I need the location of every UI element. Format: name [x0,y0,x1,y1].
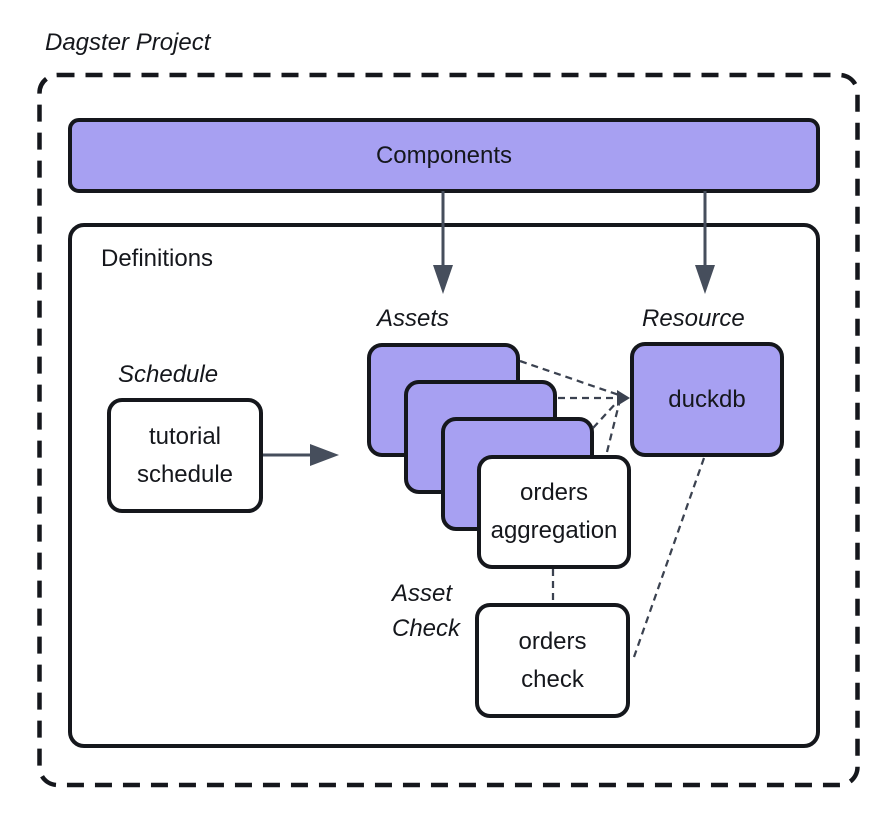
orders-aggregation-node: orders aggregation [477,455,631,569]
duckdb-resource-node: duckdb [630,342,784,457]
components-bar-label: Components [375,141,513,169]
diagram-title: Dagster Project [45,29,211,56]
schedule-group-label: Schedule [118,361,219,388]
definitions-panel-label: Definitions [101,245,214,272]
orders-check-line2: check [521,665,584,693]
duckdb-label: duckdb [668,385,746,413]
assets-group-label: Assets [377,305,450,332]
orders-check-node: orders check [475,603,630,718]
components-bar: Components [68,118,820,193]
tutorial-schedule-line1: tutorial [148,422,222,450]
asset-check-group-label: Asset Check [392,576,460,646]
asset-check-label-line1: Asset [392,580,453,607]
asset-check-label-line2: Check [392,615,461,642]
resource-group-label: Resource [642,305,745,332]
orders-aggregation-line1: orders [519,479,589,506]
tutorial-schedule-node: tutorial schedule [107,398,263,513]
tutorial-schedule-line2: schedule [136,460,234,488]
orders-check-line1: orders [518,627,587,655]
orders-aggregation-line2: aggregation [490,517,618,544]
